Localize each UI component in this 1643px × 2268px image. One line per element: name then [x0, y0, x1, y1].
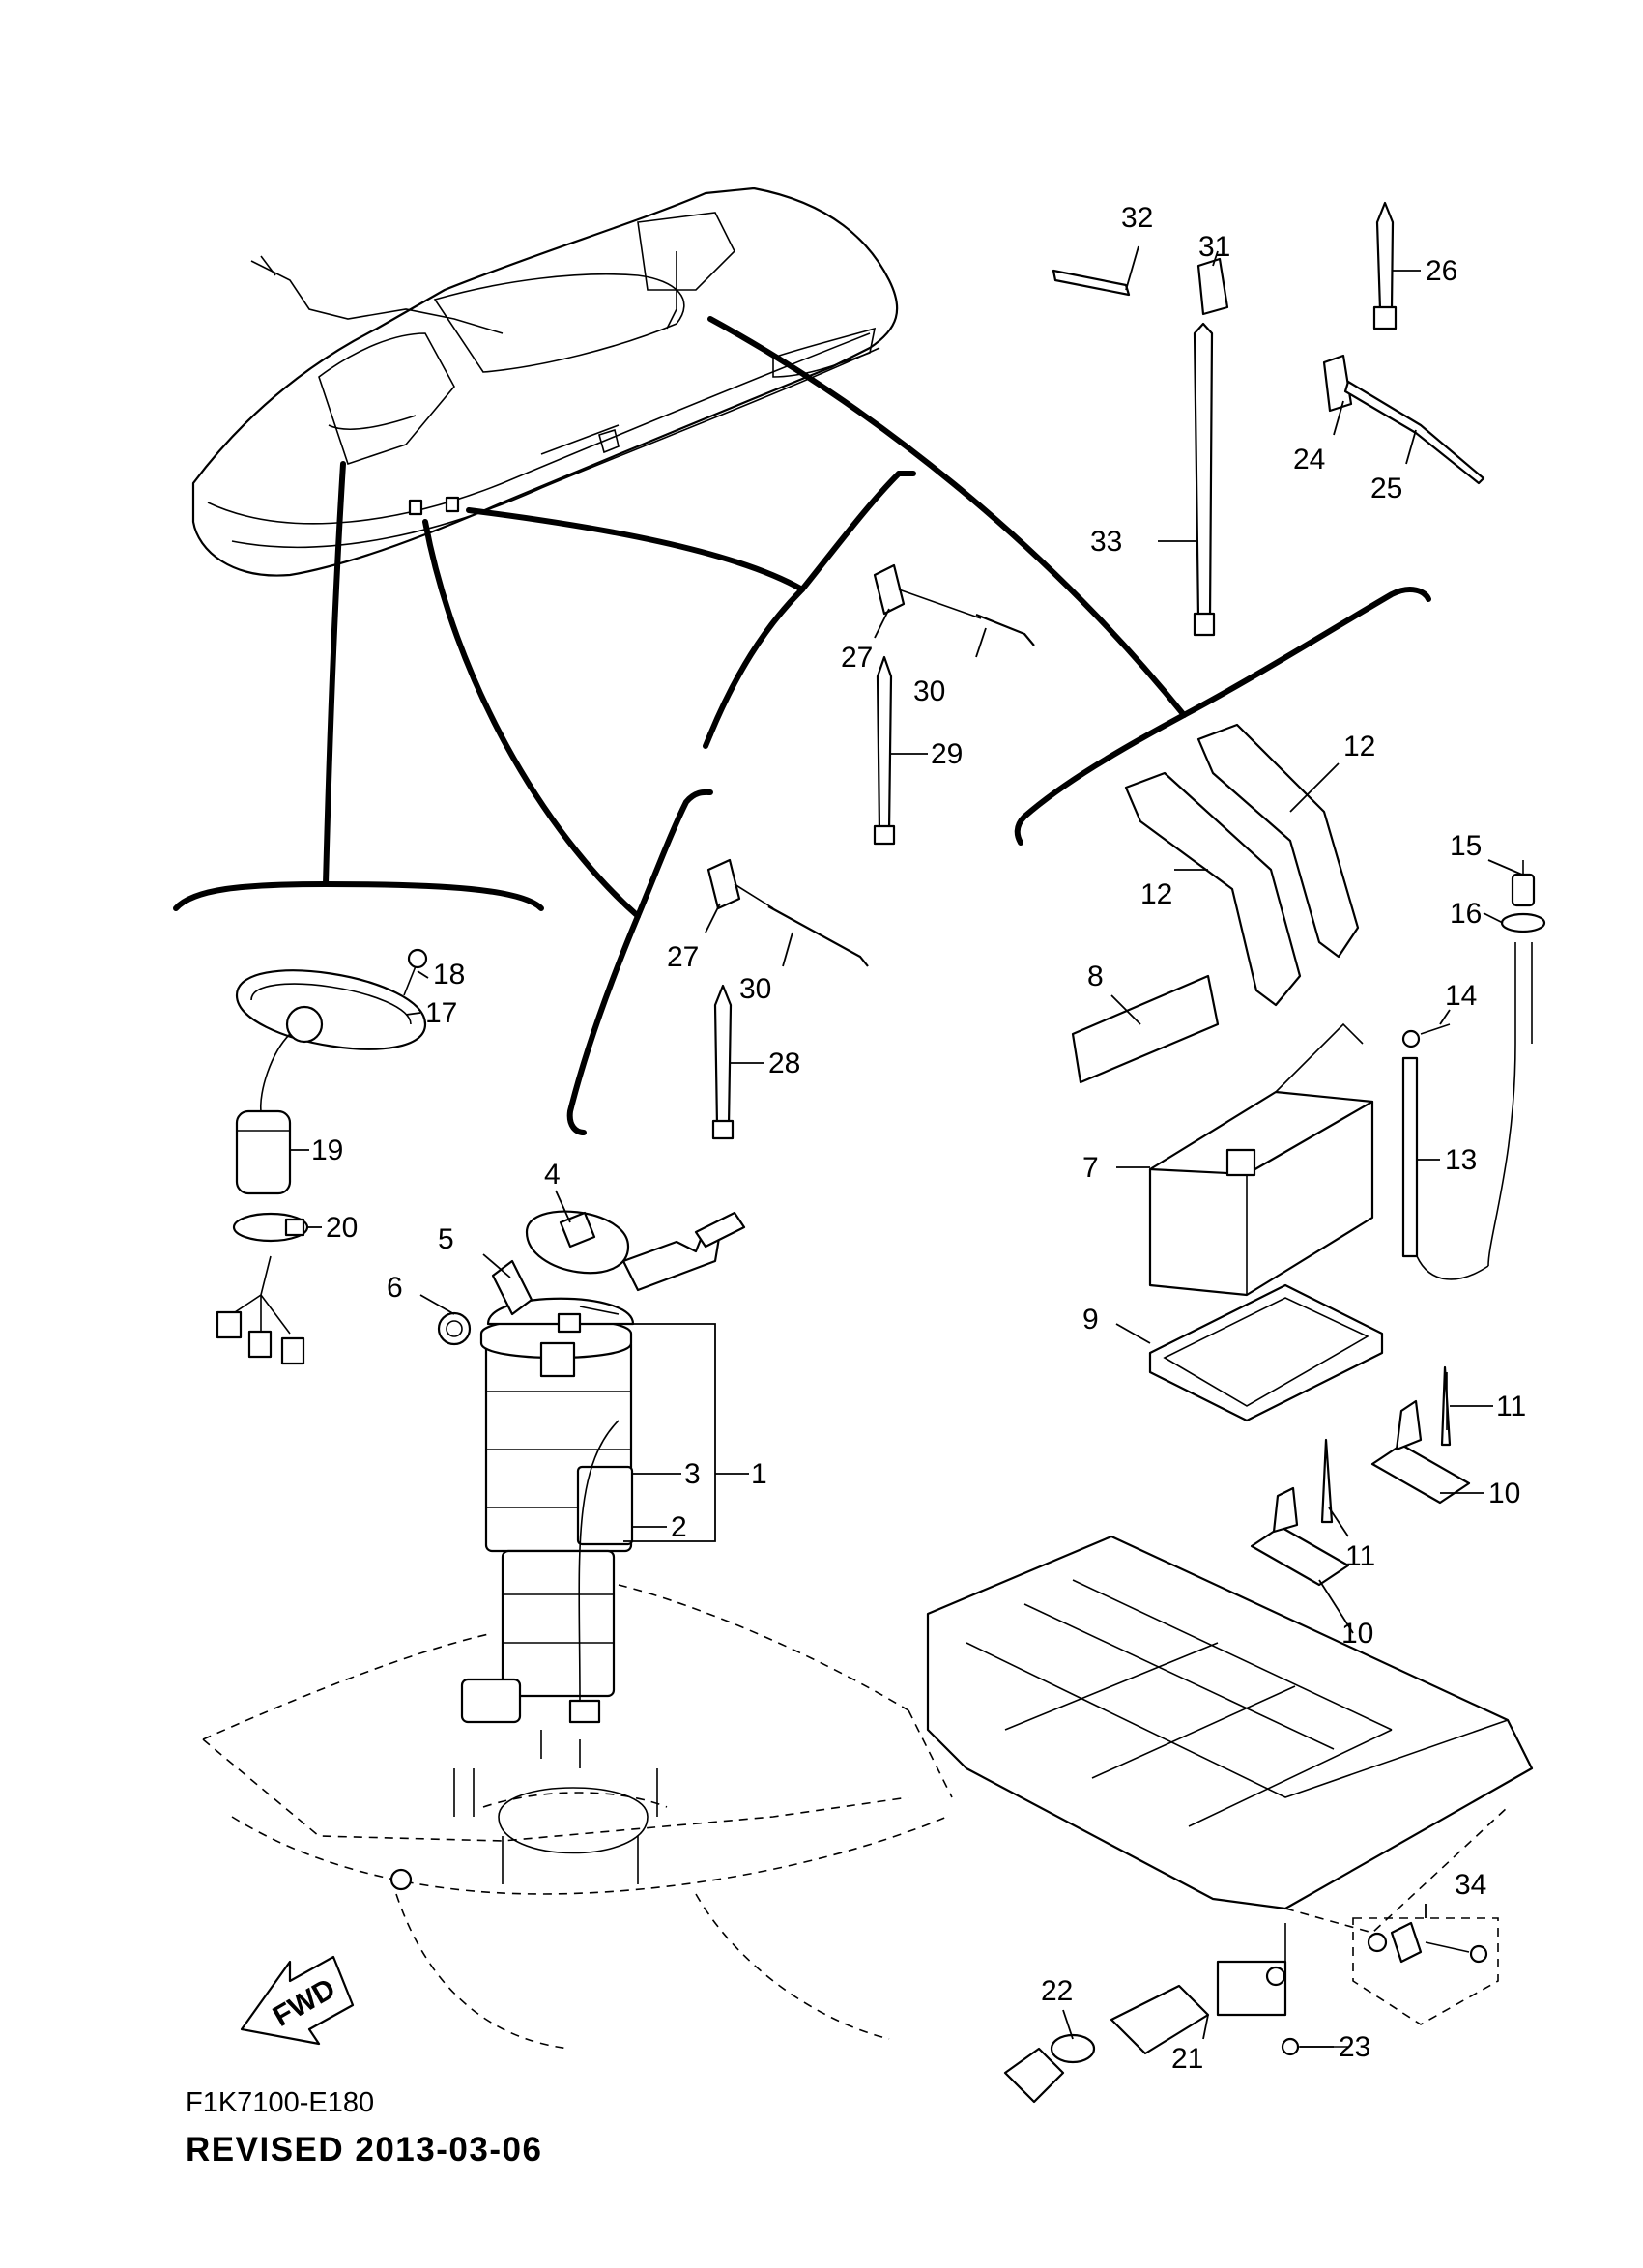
rivet-11-upper [1440, 1365, 1452, 1447]
callout-numbers: 1 2 3 4 5 6 7 8 9 10 10 11 11 12 12 13 1… [311, 202, 1526, 2075]
callout-27-lower: 27 [667, 941, 699, 973]
band-28 [711, 984, 735, 1140]
holder-10-lower [1250, 1486, 1350, 1587]
holder-27-lower [706, 858, 869, 967]
fitting-15 [1511, 860, 1536, 907]
callout-6: 6 [387, 1272, 403, 1304]
kit-34 [1352, 1917, 1499, 2025]
holder-10-upper [1370, 1399, 1471, 1505]
callout-32: 32 [1121, 202, 1153, 234]
leader-lines [290, 245, 1523, 2048]
callout-3: 3 [684, 1458, 701, 1490]
rivet-25 [1343, 380, 1485, 485]
bolt-18 [403, 948, 428, 996]
fuel-connector [621, 1211, 746, 1292]
callout-17: 17 [425, 997, 457, 1029]
filler-hose-19 [235, 1033, 292, 1195]
rubber-cap-22 [1003, 2033, 1096, 2104]
callout-2: 2 [671, 1511, 687, 1543]
callout-28: 28 [768, 1048, 800, 1079]
callout-12-left: 12 [1140, 878, 1172, 910]
rivet-32 [1052, 269, 1131, 297]
fuel-clamp-6 [437, 1311, 472, 1346]
filler-cap-17 [235, 969, 427, 1050]
callout-19: 19 [311, 1134, 343, 1166]
battery-box-9 [1148, 1283, 1384, 1422]
battery-7 [1148, 1022, 1374, 1297]
callout-22: 22 [1041, 1975, 1073, 2007]
wire-harness [216, 1255, 305, 1365]
callout-25: 25 [1370, 473, 1402, 504]
label-8 [1071, 974, 1220, 1084]
clamp-20 [232, 1212, 309, 1243]
callout-27-upper: 27 [841, 642, 873, 674]
clip-14 [1401, 1023, 1451, 1048]
callout-10-lower: 10 [1341, 1618, 1373, 1650]
band-29 [873, 655, 896, 846]
callout-15: 15 [1450, 830, 1482, 862]
callout-14: 14 [1445, 980, 1477, 1012]
callout-20: 20 [326, 1212, 358, 1244]
revision-date: REVISED 2013-03-06 [186, 2131, 543, 2168]
callout-24: 24 [1293, 444, 1325, 475]
group-indicator-lines [173, 316, 1431, 1135]
callout-10-upper: 10 [1488, 1478, 1520, 1509]
callout-31: 31 [1198, 231, 1230, 263]
callout-8: 8 [1087, 961, 1104, 992]
band-26 [1372, 201, 1398, 330]
callout-12-right: 12 [1343, 731, 1375, 762]
callout-34: 34 [1455, 1869, 1486, 1901]
diagram-code: F1K7100-E180 [186, 2087, 375, 2118]
callout-1: 1 [751, 1458, 767, 1490]
cord-switch-21 [1110, 1923, 1287, 2055]
holder-31 [1196, 257, 1229, 316]
fwd-arrow: FWD [240, 1955, 355, 2046]
callout-4: 4 [544, 1159, 561, 1191]
engine-deck-outline [202, 1584, 953, 2050]
callout-30-upper: 30 [913, 675, 945, 707]
callout-13: 13 [1445, 1144, 1477, 1176]
rivet-11-lower [1320, 1438, 1334, 1524]
hose-line [1487, 942, 1533, 1267]
clamp-16 [1500, 912, 1546, 933]
callout-26: 26 [1426, 255, 1457, 287]
holder-24 [1322, 354, 1353, 413]
battery-band-12-left [1124, 771, 1302, 1007]
watercraft-illustration [191, 187, 899, 577]
vent-hose-13 [1401, 1056, 1489, 1280]
battery-band-12-right [1196, 723, 1360, 959]
callout-33: 33 [1090, 526, 1122, 558]
callout-21: 21 [1171, 2043, 1203, 2075]
fuel-pump-assembly [460, 1210, 635, 1724]
callout-29: 29 [931, 738, 963, 770]
callout-11-upper: 11 [1496, 1391, 1526, 1422]
holder-27-upper [873, 563, 1035, 646]
callout-5: 5 [438, 1223, 454, 1255]
callout-7: 7 [1082, 1152, 1099, 1184]
callout-16: 16 [1450, 898, 1482, 930]
callout-11-lower: 11 [1345, 1540, 1375, 1572]
hull-frame [926, 1535, 1534, 1934]
callout-9: 9 [1082, 1304, 1099, 1335]
fuel-collar-5 [491, 1259, 533, 1316]
callout-18: 18 [433, 959, 465, 990]
callout-30-lower: 30 [739, 973, 771, 1005]
band-33 [1193, 322, 1216, 637]
callout-23: 23 [1339, 2031, 1370, 2063]
